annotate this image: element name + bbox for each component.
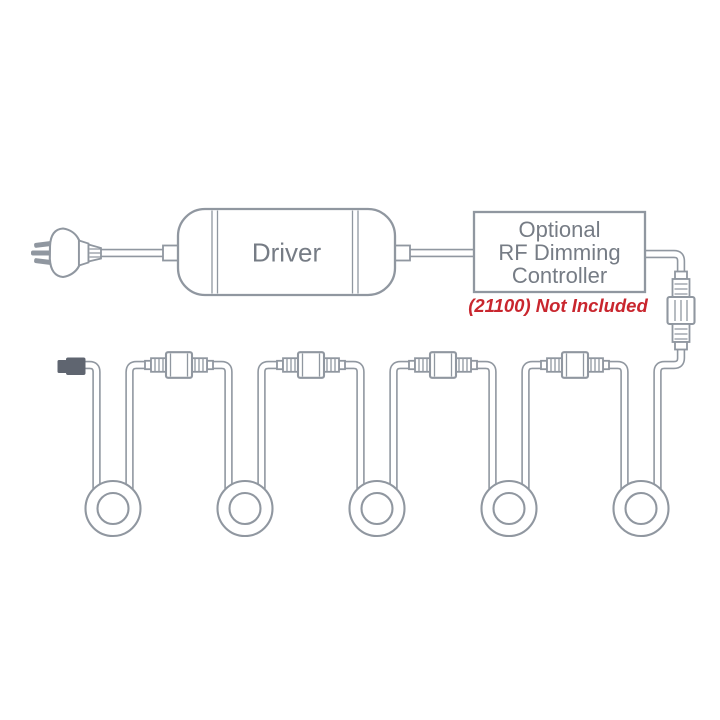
power-plug xyxy=(31,227,102,279)
puck-light xyxy=(348,479,406,538)
puck-light xyxy=(612,479,670,538)
barrel-connector xyxy=(539,351,611,379)
controller-body xyxy=(472,210,647,294)
plug-neck xyxy=(78,239,90,267)
controller-label-line3: Controller xyxy=(512,263,607,288)
end-cap xyxy=(57,357,86,375)
rf-dimming-controller-box: Optional RF Dimming Controller xyxy=(472,210,647,294)
connector1-to-puck2-cable xyxy=(211,360,233,492)
driver-label: Driver xyxy=(252,238,322,268)
barrel-connector xyxy=(275,351,347,379)
puck-light xyxy=(84,479,142,538)
plug-body xyxy=(48,227,81,279)
driver-output-nub xyxy=(394,244,411,262)
drop-cable-to-last-puck xyxy=(653,345,686,492)
puck2-to-connector2-cable xyxy=(257,360,279,492)
puck-light xyxy=(480,479,538,538)
driver-endcap-lines xyxy=(211,210,359,294)
puck-light xyxy=(216,479,274,538)
driver-box: Driver xyxy=(162,207,411,297)
connector3-to-puck4-cable xyxy=(475,360,497,492)
barrel-connector xyxy=(143,351,215,379)
controller-label-line2: RF Dimming xyxy=(498,240,620,265)
endcap-to-puck1-cable xyxy=(84,360,101,492)
connector2-to-puck3-cable xyxy=(343,360,365,492)
barrel-connector xyxy=(407,351,479,379)
barrel-connector-vertical xyxy=(666,270,696,351)
puck4-to-connector4-cable xyxy=(521,360,543,492)
controller-output-cable xyxy=(644,249,686,278)
puck3-to-connector3-cable xyxy=(389,360,411,492)
driver-body xyxy=(176,207,397,297)
controller-label-line1: Optional xyxy=(519,217,601,242)
connector4-to-puck5-cable xyxy=(607,360,629,492)
puck1-to-connector1-cable xyxy=(125,360,147,492)
driver-input-nub xyxy=(162,244,179,262)
not-included-note: (21100) Not Included xyxy=(468,295,648,316)
plug-rib-lines xyxy=(89,248,101,258)
